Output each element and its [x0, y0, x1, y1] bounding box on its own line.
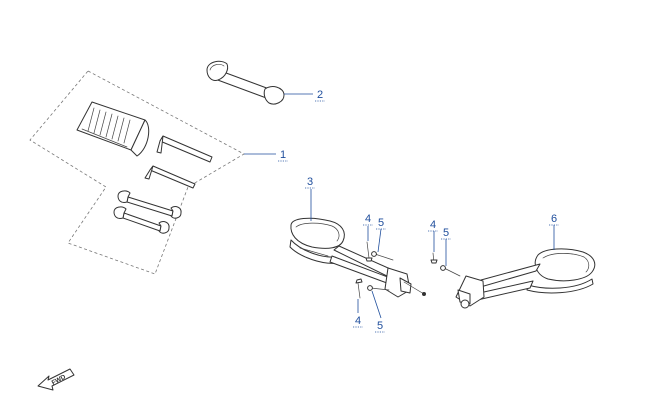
screw-4b [355, 278, 363, 299]
hex-key-small [144, 165, 196, 189]
callout-1: 1 [280, 149, 286, 161]
screw-4c [430, 252, 438, 264]
callout-5b: 5 [377, 320, 383, 332]
tool-bag [76, 101, 150, 157]
callout-5c: 5 [443, 227, 449, 239]
callout-3: 3 [307, 176, 313, 188]
leader-5a [377, 228, 382, 253]
leader-5b [371, 290, 382, 319]
wrench-upper [117, 190, 182, 219]
mirror-left [289, 217, 426, 298]
tool-kit-frame [29, 70, 245, 275]
bolt-5c [440, 265, 461, 277]
mirror-right [455, 248, 596, 309]
bolt-5a [371, 251, 394, 261]
screw-4a [365, 241, 373, 262]
wrench-lower [113, 206, 170, 234]
bolt-5b [367, 285, 390, 291]
fwd-arrow-icon: FWD [37, 368, 75, 391]
callout-5a: 5 [378, 217, 384, 229]
callout-4c: 4 [430, 219, 436, 231]
callout-4a: 4 [365, 213, 371, 225]
callout-2: 2 [317, 89, 323, 101]
hex-key-large [156, 135, 213, 163]
callout-6: 6 [551, 213, 557, 225]
rod-part [206, 60, 285, 105]
callout-4b: 4 [355, 315, 361, 327]
